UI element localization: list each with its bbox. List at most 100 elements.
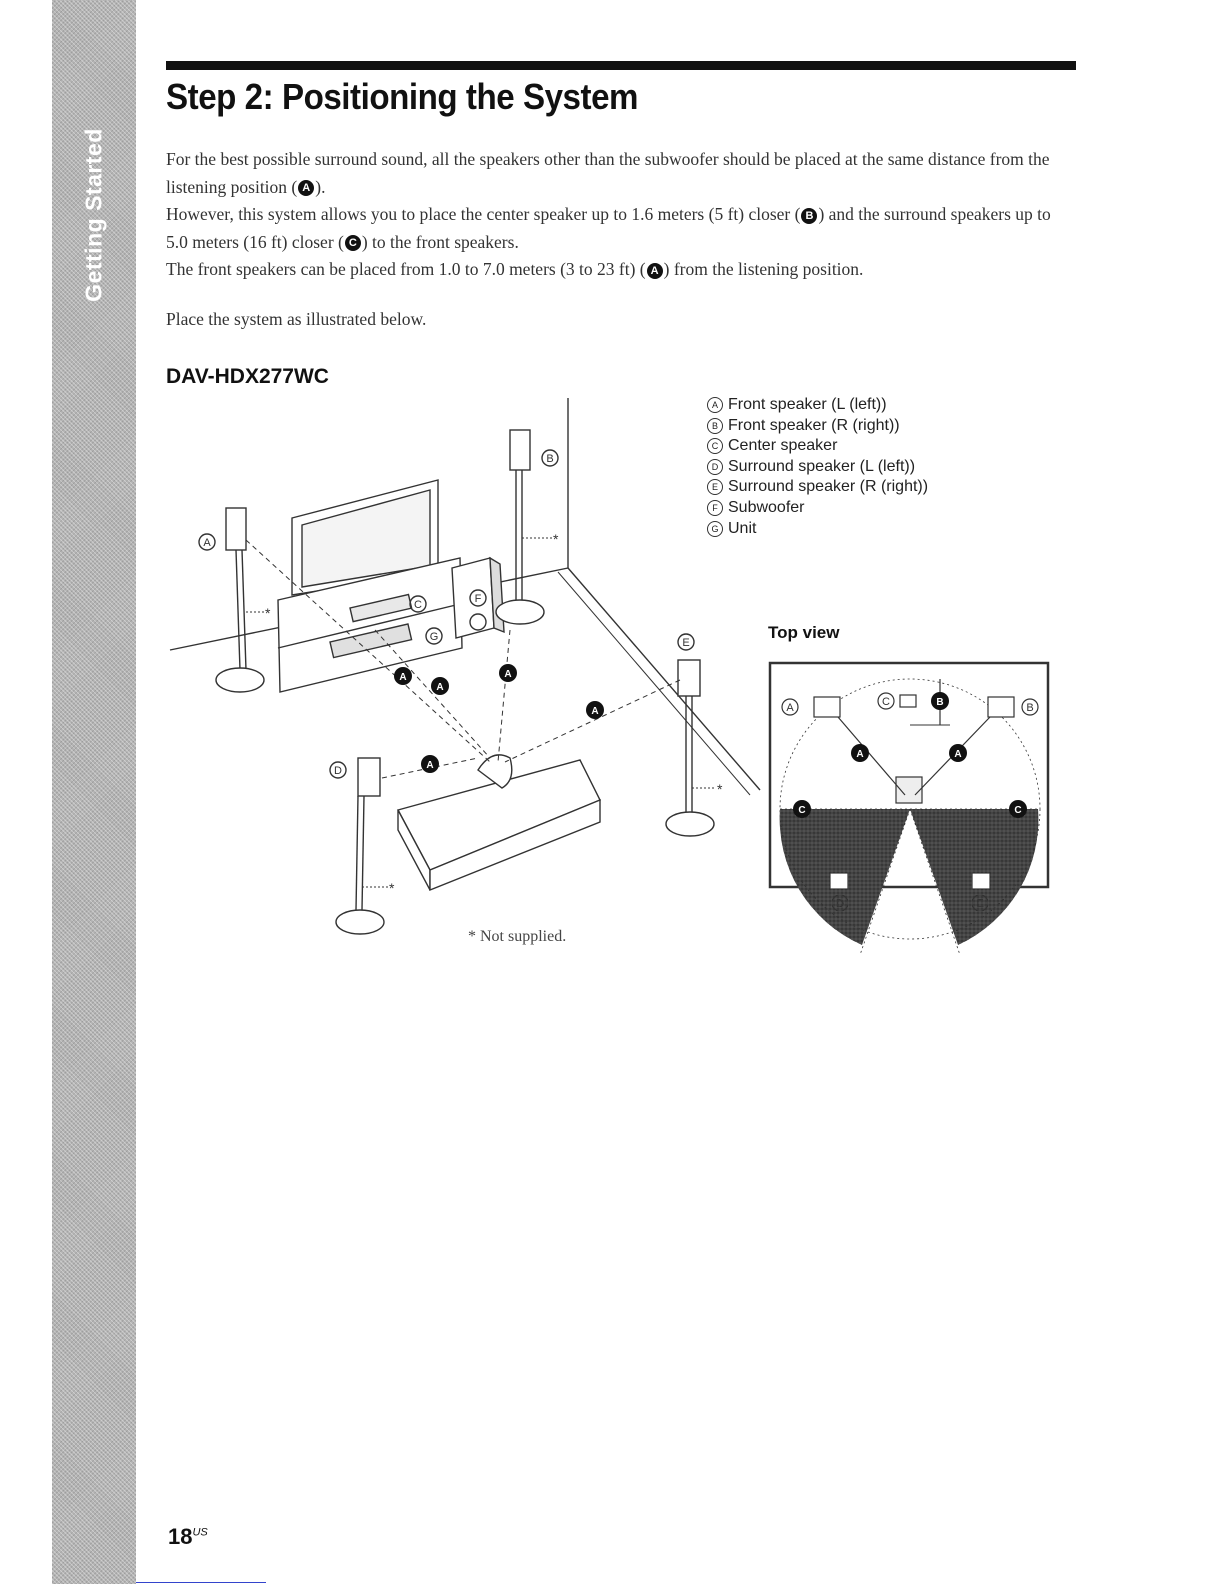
stand-leaders	[246, 537, 716, 888]
top-view-callouts: A B C D E	[781, 692, 1039, 912]
callouts: A B C G F D E	[198, 449, 695, 779]
legend-item: G Unit	[707, 519, 928, 540]
callout-g: G	[430, 631, 439, 643]
title-rule	[166, 61, 1076, 70]
legend-text: Front speaker (L (left))	[728, 396, 887, 413]
not-supplied-mark: *	[717, 781, 723, 797]
callout-a: A	[786, 702, 794, 714]
surround-speaker-left-icon	[335, 757, 385, 935]
legend-item: F Subwoofer	[707, 498, 928, 519]
intro-2-text: However, this system allows you to place…	[166, 204, 801, 224]
surround-left-box	[829, 872, 849, 890]
callout-a: A	[203, 537, 211, 549]
front-right-box	[987, 696, 1015, 718]
callout-c: C	[882, 696, 890, 708]
callout-b: B	[1026, 702, 1033, 714]
model-heading: DAV-HDX277WC	[166, 365, 329, 388]
intro-paragraph-1: For the best possible surround sound, al…	[166, 146, 1076, 201]
callout-c: C	[414, 599, 422, 611]
letter-d-icon: D	[707, 458, 723, 475]
badge-c: C	[344, 235, 361, 252]
legend-text: Surround speaker (L (left))	[728, 457, 916, 475]
intro-3-text: The front speakers can be placed from 1.…	[166, 259, 646, 279]
badge-b: B	[936, 697, 943, 708]
intro-paragraph-2: However, this system allows you to place…	[166, 201, 1076, 256]
badge-a: A	[426, 760, 433, 771]
letter-b-icon: B	[707, 417, 723, 434]
legend-text: Center speaker	[728, 437, 838, 455]
front-speaker-left-icon	[215, 507, 265, 693]
intro-3-end: ) from the listening position.	[663, 259, 864, 279]
side-section-tab: Getting Started	[52, 0, 136, 1584]
letter-e-icon: E	[707, 479, 723, 496]
letter-f-icon: F	[707, 499, 723, 516]
place-instruction: Place the system as illustrated below.	[166, 308, 427, 329]
top-view-badges: B A A C C	[793, 692, 1027, 818]
callout-d: D	[334, 765, 342, 777]
letter-c-icon: C	[707, 438, 723, 455]
intro-2-mid: ) and the surround speakers up to 5.0 me…	[166, 204, 1051, 252]
legend-item: D Surround speaker (L (left))	[707, 457, 928, 478]
unit-rack-icon	[277, 557, 463, 693]
distance-line-left	[837, 716, 906, 796]
legend-item: A Front speaker (L (left))	[707, 395, 928, 416]
badge-a-2: A	[646, 262, 663, 279]
letter-a-icon: A	[707, 397, 723, 413]
intro-text: For the best possible surround sound, al…	[166, 146, 1076, 333]
bottom-link-line	[136, 1582, 266, 1583]
listening-circle	[779, 678, 1041, 940]
legend-text: Unit	[728, 519, 757, 537]
badge-a: A	[591, 706, 598, 717]
listener-icon	[895, 776, 923, 804]
badge-a: A	[504, 669, 511, 680]
not-supplied-mark: *	[265, 605, 271, 621]
center-box	[899, 694, 917, 708]
floor-line-right	[567, 567, 761, 791]
page-number-value: 18	[168, 1524, 193, 1549]
legend-text: Surround speaker (R (right))	[728, 478, 929, 496]
speaker-legend: A Front speaker (L (left)) B Front speaker…	[707, 395, 928, 539]
badge-a: A	[436, 682, 443, 693]
angle-line	[859, 808, 911, 956]
top-view-diagram: A B C D E B A A C C	[768, 661, 1050, 956]
surround-right-box	[971, 872, 991, 890]
intro-1-end: ).	[315, 176, 326, 197]
intro-paragraph-3: The front speakers can be placed from 1.…	[166, 256, 1076, 284]
distance-badges: A A A A A	[394, 664, 604, 773]
sofa-icon	[396, 754, 601, 892]
footnote: * Not supplied.	[468, 928, 567, 945]
callout-f: F	[475, 593, 482, 605]
front-left-box	[813, 696, 841, 718]
legend-text: Front speaker (R (right))	[728, 416, 900, 434]
floor-line-right-2	[557, 571, 751, 796]
intro-2-end: ) to the front speakers.	[361, 231, 519, 252]
top-view-title: Top view	[768, 623, 840, 642]
angle-line	[909, 808, 961, 956]
legend-item: C Center speaker	[707, 436, 928, 457]
legend-item: B Front speaker (R (right))	[707, 416, 928, 437]
page-number-suffix: US	[192, 1526, 208, 1539]
callout-b: B	[546, 453, 553, 465]
legend-text: Subwoofer	[728, 498, 805, 516]
page-number: 18US	[168, 1524, 208, 1550]
front-speaker-right-icon	[495, 429, 545, 625]
side-tab-label: Getting Started	[80, 128, 107, 302]
not-supplied-mark: *	[389, 880, 395, 896]
badge-b: B	[801, 207, 818, 224]
badge-a: A	[954, 749, 961, 760]
callout-e: E	[976, 898, 983, 910]
callout-d: D	[836, 898, 844, 910]
tv-icon	[291, 479, 439, 606]
page-title: Step 2: Positioning the System	[166, 76, 639, 117]
legend-item: E Surround speaker (R (right))	[707, 477, 928, 498]
callout-e: E	[682, 637, 689, 649]
badge-a: A	[298, 180, 315, 197]
badge-c: C	[1014, 805, 1021, 816]
room-illustration: * * * * A B C G F D E A A A A A	[169, 398, 761, 935]
badge-a: A	[856, 749, 863, 760]
badge-a: A	[399, 672, 406, 683]
letter-g-icon: G	[707, 520, 723, 537]
not-supplied-mark: *	[553, 531, 559, 547]
surround-speaker-right-icon	[665, 659, 715, 837]
intro-1-text: For the best possible surround sound, al…	[166, 149, 1050, 197]
